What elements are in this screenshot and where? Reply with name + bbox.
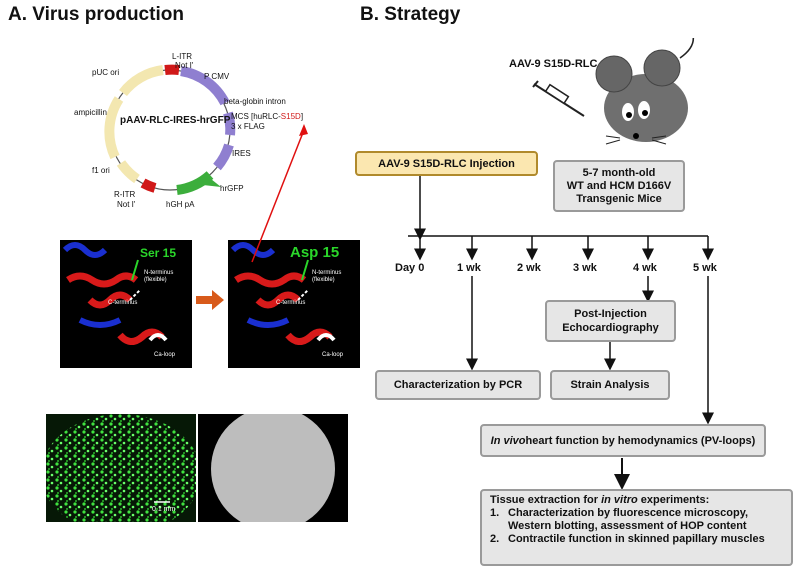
mice-line-1: 5-7 month-old <box>582 166 656 179</box>
asp15-nterm-sub: (flexible) <box>312 277 335 283</box>
timeline-day0: Day 0 <box>395 262 425 274</box>
ampicillin-label: ampicillin <box>74 108 107 117</box>
asp15-cterm-label: C-terminus <box>276 300 306 306</box>
brightfield-image <box>198 407 348 531</box>
pcr-box: Characterization by PCR <box>375 370 541 400</box>
tissue-title-post: experiments: <box>637 494 710 506</box>
timeline-wk5: 5 wk <box>693 262 717 274</box>
mice-box: 5-7 month-old WT and HCM D166V Transgeni… <box>553 160 685 212</box>
mouse-icon <box>595 38 695 145</box>
syringe-icon <box>532 80 585 117</box>
asp15-caloop-label: Ca-loop <box>322 352 344 358</box>
puc-ori-segment <box>119 65 164 97</box>
mcs-label: MCS [huRLC-S15D] <box>231 112 303 121</box>
timeline-wk3: 3 wk <box>573 262 597 274</box>
pcmv-label: P CMV <box>204 72 230 81</box>
plasmid-map <box>104 64 236 195</box>
tissue-item-1-line1: Characterization by fluorescence microsc… <box>508 507 749 519</box>
ser15-nterm-sub: (flexible) <box>144 277 167 283</box>
beta-globin-label: beta-globin intron <box>224 97 286 106</box>
fluorescence-image: 0.1 mm <box>41 414 201 534</box>
echo-line-1: Post-Injection <box>574 308 647 320</box>
structure-panel-wildtype: Ser 15 N-terminus (flexible) C-terminus … <box>60 240 192 368</box>
hgh-label: hGH pA <box>166 200 195 209</box>
structure-panel-mutant: Asp 15 N-terminus (flexible) C-terminus … <box>228 240 360 368</box>
ser15-cterm-label: C-terminus <box>108 300 138 306</box>
hrgfp-arrowhead <box>203 179 221 187</box>
hemodynamics-box: In vivo heart function by hemodynamics (… <box>480 424 766 457</box>
ires-label: IRES <box>232 149 251 158</box>
mcs-mutation: S15D <box>280 112 301 121</box>
ser15-label: Ser 15 <box>140 246 177 260</box>
noti-bottom-label: Not I' <box>117 200 136 209</box>
mcs-suffix: ] <box>300 112 304 121</box>
timeline-wk4: 4 wk <box>633 262 657 274</box>
ampicillin-segment <box>104 96 124 160</box>
echo-line-2: Echocardiography <box>562 322 659 334</box>
tissue-item-2-num: 2. <box>490 533 500 545</box>
tissue-item-2: 2. Contractile function in skinned papil… <box>490 533 783 546</box>
litr-label: L-ITR <box>172 52 192 61</box>
strain-box: Strain Analysis <box>550 370 670 400</box>
panel-a-title: A. Virus production <box>8 4 184 25</box>
mcs-prefix: MCS [huRLC- <box>231 112 281 121</box>
tissue-title-italic: in vitro <box>601 494 638 506</box>
asp15-nterm-label: N-terminus <box>312 270 342 276</box>
mice-line-2: WT and HCM D166V <box>566 179 672 192</box>
injection-box: AAV-9 S15D-RLC Injection <box>355 151 538 176</box>
tissue-item-2-line1: Contractile function in skinned papillar… <box>508 533 765 545</box>
ser15-nterm-label: N-terminus <box>144 270 174 276</box>
flag-label: 3 x FLAG <box>231 122 265 131</box>
hemo-rest: heart function by hemodynamics (PV-loops… <box>525 434 756 447</box>
ritr-label: R-ITR <box>114 190 136 199</box>
hemo-italic: In vivo <box>490 434 526 447</box>
brightfield-disc <box>211 407 335 531</box>
rlc-ribbon-asp15 <box>230 242 336 345</box>
panel-b-title: B. Strategy <box>360 4 461 25</box>
timeline-wk2: 2 wk <box>517 262 541 274</box>
mcs-segment <box>223 111 236 136</box>
scale-bar-label: 0.1 mm <box>152 506 176 513</box>
ser15-caloop-label: Ca-loop <box>154 352 176 358</box>
tissue-title-pre: Tissue extraction for <box>490 494 602 506</box>
mutation-arrow <box>196 290 224 310</box>
asp15-label: Asp 15 <box>290 244 340 261</box>
gfp-cells <box>41 414 201 534</box>
tissue-item-1-line2: Western blotting, assessment of HOP cont… <box>508 520 747 532</box>
f1-ori-segment <box>116 160 140 184</box>
timeline-wk1: 1 wk <box>457 262 481 274</box>
tissue-box: Tissue extraction for in vitro experimen… <box>480 489 793 566</box>
echo-box: Post-Injection Echocardiography <box>545 300 676 342</box>
mice-line-3: Transgenic Mice <box>576 192 662 205</box>
plasmid-name: pAAV-RLC-IRES-hrGFP <box>120 115 231 126</box>
puc-ori-label: pUC ori <box>92 68 120 77</box>
rlc-ribbon-ser15 <box>62 242 168 345</box>
f1-ori-label: f1 ori <box>92 166 110 175</box>
noti-top-label: Not I' <box>175 61 194 70</box>
ritr-segment <box>140 178 157 193</box>
tissue-title: Tissue extraction for in vitro experimen… <box>490 494 783 507</box>
ires-segment <box>213 143 234 171</box>
pcmv-segment <box>180 66 230 106</box>
tissue-item-1-text: Characterization by fluorescence microsc… <box>508 507 748 533</box>
hrgfp-segment <box>176 171 214 195</box>
tissue-item-1: 1. Characterization by fluorescence micr… <box>490 507 783 533</box>
virus-label: AAV-9 S15D-RLC <box>509 58 598 70</box>
tissue-item-1-num: 1. <box>490 507 500 519</box>
hrgfp-label: hrGFP <box>220 184 244 193</box>
